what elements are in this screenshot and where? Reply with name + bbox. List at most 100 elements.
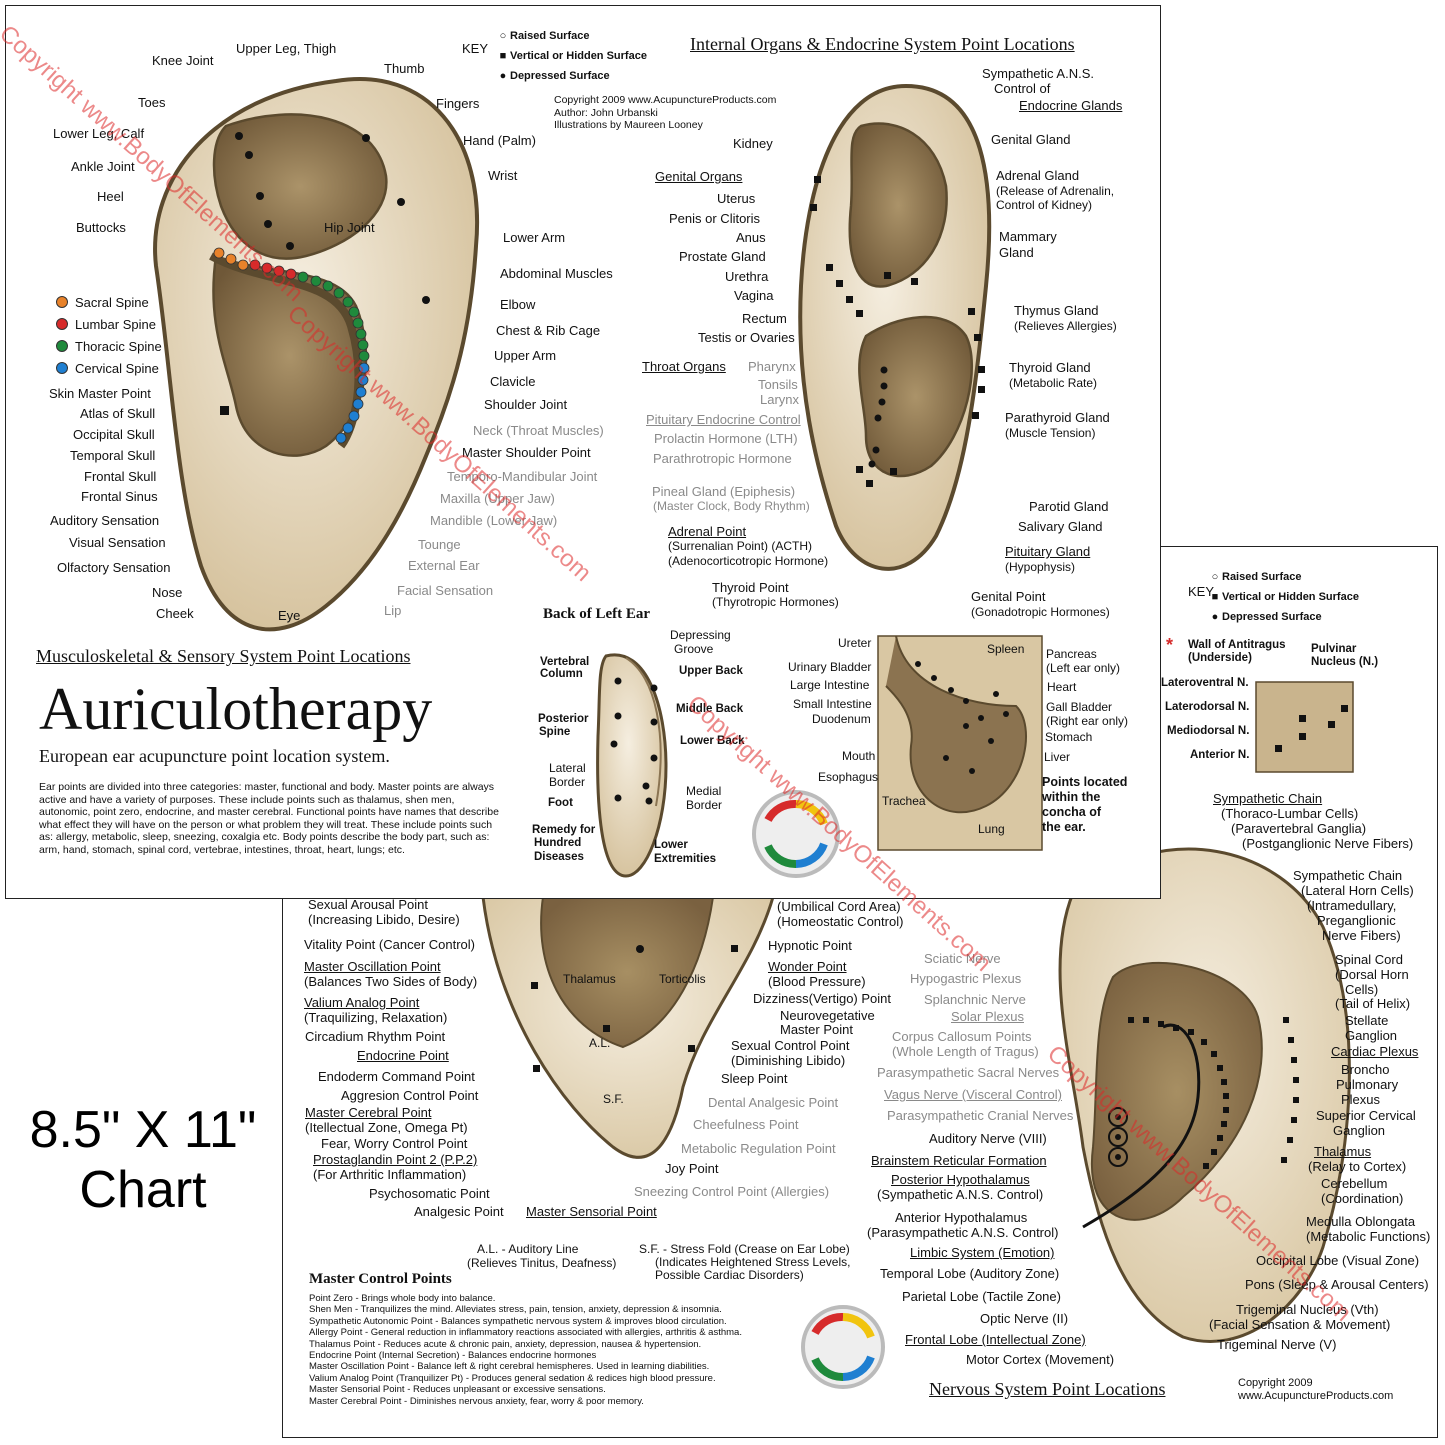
front-concha-item: Large Intestine bbox=[790, 678, 870, 692]
auriculotherapy-sheet: KEY ○Raised Surface ■Vertical or Hidden … bbox=[5, 5, 1161, 899]
front-left-labels-item: Maxilla (Upper Jaw) bbox=[440, 491, 555, 506]
back-mid-labels-item: (Diminishing Libido) bbox=[731, 1053, 846, 1068]
left-ear-points bbox=[220, 132, 430, 415]
back-nerve-right-item: Occipital Lobe (Visual Zone) bbox=[1256, 1253, 1420, 1268]
copyright-front: Copyright 2009 www.AcupunctureProducts.c… bbox=[554, 94, 777, 131]
back-mid-labels-item: Master Point bbox=[780, 1022, 853, 1037]
master-control-item: Master Sensorial Point - Reduces unpleas… bbox=[309, 1384, 606, 1396]
back-left-labels-item: (For Arthritic Inflammation) bbox=[313, 1167, 467, 1182]
spine-point bbox=[335, 432, 347, 444]
nervous-system-title: Nervous System Point Locations bbox=[929, 1379, 1166, 1399]
spine-dot-icon bbox=[56, 340, 68, 352]
spine-legend-item: Lumbar Spine bbox=[56, 318, 156, 332]
back-left-labels-item: Fear, Worry Control Point bbox=[321, 1136, 468, 1151]
back-left-labels-item: Prostaglandin Point 2 (P.P.2) bbox=[313, 1152, 478, 1167]
front-left-labels-item: Ankle Joint bbox=[71, 159, 135, 174]
concha-note-line: concha of bbox=[1042, 805, 1102, 819]
front-left-labels-item: External Ear bbox=[408, 558, 480, 573]
back-nerve-right-item: (Facial Sensation & Movement) bbox=[1209, 1317, 1391, 1332]
front-back-ear-item: Lateral bbox=[549, 761, 586, 775]
spine-point bbox=[342, 296, 354, 308]
back-nerve-left-item: Corpus Callosum Points bbox=[892, 1029, 1032, 1044]
back-nerve-left-item: Parasympathetic Sacral Nerves bbox=[877, 1065, 1060, 1080]
spine-point bbox=[261, 262, 273, 274]
hidden-surface-icon: ■ bbox=[1211, 591, 1219, 603]
back-nerve-right-item: Superior Cervical bbox=[1316, 1108, 1416, 1123]
nerve-points bbox=[1108, 1017, 1299, 1169]
front-organ-labels-item: Uterus bbox=[717, 191, 756, 206]
back-mid-labels-item: Dental Analgesic Point bbox=[708, 1095, 839, 1110]
back-nerve-right-item: Pulmonary bbox=[1336, 1077, 1399, 1092]
front-organ-labels-item: Kidney bbox=[733, 136, 773, 151]
back-left-labels-item: Master Sensorial Point bbox=[526, 1204, 657, 1219]
back-nerve-left-item: Auditory Nerve (VIII) bbox=[929, 1131, 1047, 1146]
back-nerve-left-item: (Parasympathetic A.N.S. Control) bbox=[867, 1225, 1059, 1240]
back-of-ear-outline bbox=[596, 653, 668, 878]
back-nerve-right-item: (Coordination) bbox=[1321, 1191, 1404, 1206]
wall-of-antitragus: Wall of Antitragus bbox=[1188, 639, 1286, 651]
back-nerve-left-item: Splanchnic Nerve bbox=[924, 992, 1026, 1007]
key-title: KEY bbox=[1188, 584, 1215, 599]
front-organ-labels-item: Genital Organs bbox=[655, 169, 743, 184]
hidden-surface-icon: ■ bbox=[499, 50, 507, 62]
front-organ-labels-item: Larynx bbox=[760, 392, 800, 407]
spine-point bbox=[333, 287, 345, 299]
back-nerve-right-item: Broncho bbox=[1341, 1062, 1390, 1077]
al-label: A.L. bbox=[589, 1036, 611, 1050]
front-organ-labels-item: Tonsils bbox=[758, 377, 798, 392]
back-nerve-right-item: Trigeminal Nerve (V) bbox=[1217, 1337, 1337, 1352]
spine-point bbox=[322, 280, 334, 292]
spine-point bbox=[348, 306, 360, 318]
spine-point bbox=[358, 362, 370, 374]
front-concha-item: Heart bbox=[1047, 680, 1077, 694]
spine-point bbox=[249, 259, 261, 271]
page-title: Auriculotherapy bbox=[39, 676, 433, 742]
back-mid-labels-item: Joy Point bbox=[665, 1161, 719, 1176]
front-left-labels-item: Wrist bbox=[488, 168, 518, 183]
back-nerve-left-item: Anterior Hypothalamus bbox=[895, 1210, 1028, 1225]
front-left-labels-item: Skin Master Point bbox=[49, 386, 151, 401]
back-nerve-left-item: Brainstem Reticular Formation bbox=[871, 1153, 1047, 1168]
back-left-labels-item: (Itellectual Zone, Omega Pt) bbox=[305, 1120, 468, 1135]
ap-logo-front bbox=[752, 790, 840, 878]
concha-note-line: Points located bbox=[1042, 775, 1128, 789]
front-organ-right-item: Pituitary Gland bbox=[1005, 544, 1091, 559]
front-organ-labels-item: (Surrenalian Point) (ACTH) bbox=[668, 539, 813, 553]
front-sheet-ears bbox=[153, 77, 1043, 878]
back-sheet-ears bbox=[481, 681, 1354, 1389]
front-left-labels-item: Chest & Rib Cage bbox=[496, 323, 601, 338]
left-fossa bbox=[212, 113, 388, 260]
front-left-labels-item: Thumb bbox=[384, 61, 425, 76]
front-back-ear-item: Diseases bbox=[534, 851, 584, 863]
front-back-ear-item: Foot bbox=[548, 797, 573, 809]
front-left-labels-item: Abdominal Muscles bbox=[500, 266, 613, 281]
back-left-labels-item: (Increasing Libido, Desire) bbox=[308, 912, 460, 927]
right-concha bbox=[1090, 961, 1263, 1221]
front-organ-labels-item: Pituitary Endocrine Control bbox=[646, 412, 801, 427]
spine-point bbox=[352, 398, 364, 410]
spine-dot-icon bbox=[56, 318, 68, 330]
back-nerve-left-item: Hypogastric Plexus bbox=[910, 971, 1022, 986]
back-left-labels-item: Circadium Rhythm Point bbox=[305, 1029, 446, 1044]
front-back-ear-item: Lower bbox=[654, 839, 688, 851]
front-organ-labels-item: Thyroid Point bbox=[712, 580, 789, 595]
back-mid-labels-item: (Blood Pressure) bbox=[768, 974, 866, 989]
back-nerve-right-item: (Postganglionic Nerve Fibers) bbox=[1242, 836, 1414, 851]
back-nerve-right-item: Ganglion bbox=[1333, 1123, 1386, 1138]
back-mid-labels-item: Sleep Point bbox=[721, 1071, 788, 1086]
back-nerve-right-item: (Thoraco-Lumbar Cells) bbox=[1221, 806, 1359, 821]
front-left-labels-item: Buttocks bbox=[76, 220, 126, 235]
back-nerve-left-item: Motor Cortex (Movement) bbox=[966, 1352, 1115, 1367]
left-concha bbox=[540, 896, 715, 1049]
back-nerve-right-item: Cells) bbox=[1345, 982, 1379, 997]
front-left-labels-item: Visual Sensation bbox=[69, 535, 166, 550]
back-left-labels-item: Aggresion Control Point bbox=[341, 1088, 479, 1103]
back-mid-labels-item: Metabolic Regulation Point bbox=[681, 1141, 836, 1156]
raised-surface-icon: ○ bbox=[499, 30, 507, 42]
front-left-labels-item: Occipital Skull bbox=[73, 427, 155, 442]
front-organ-right-item: (Relieves Allergies) bbox=[1014, 319, 1117, 333]
front-organ-right-item: Genital Point bbox=[971, 589, 1046, 604]
spine-points bbox=[213, 247, 370, 444]
front-left-labels-item: Neck (Throat Muscles) bbox=[473, 423, 604, 438]
master-control-item: Master Cerebral Point - Diminishes nervo… bbox=[309, 1395, 644, 1407]
